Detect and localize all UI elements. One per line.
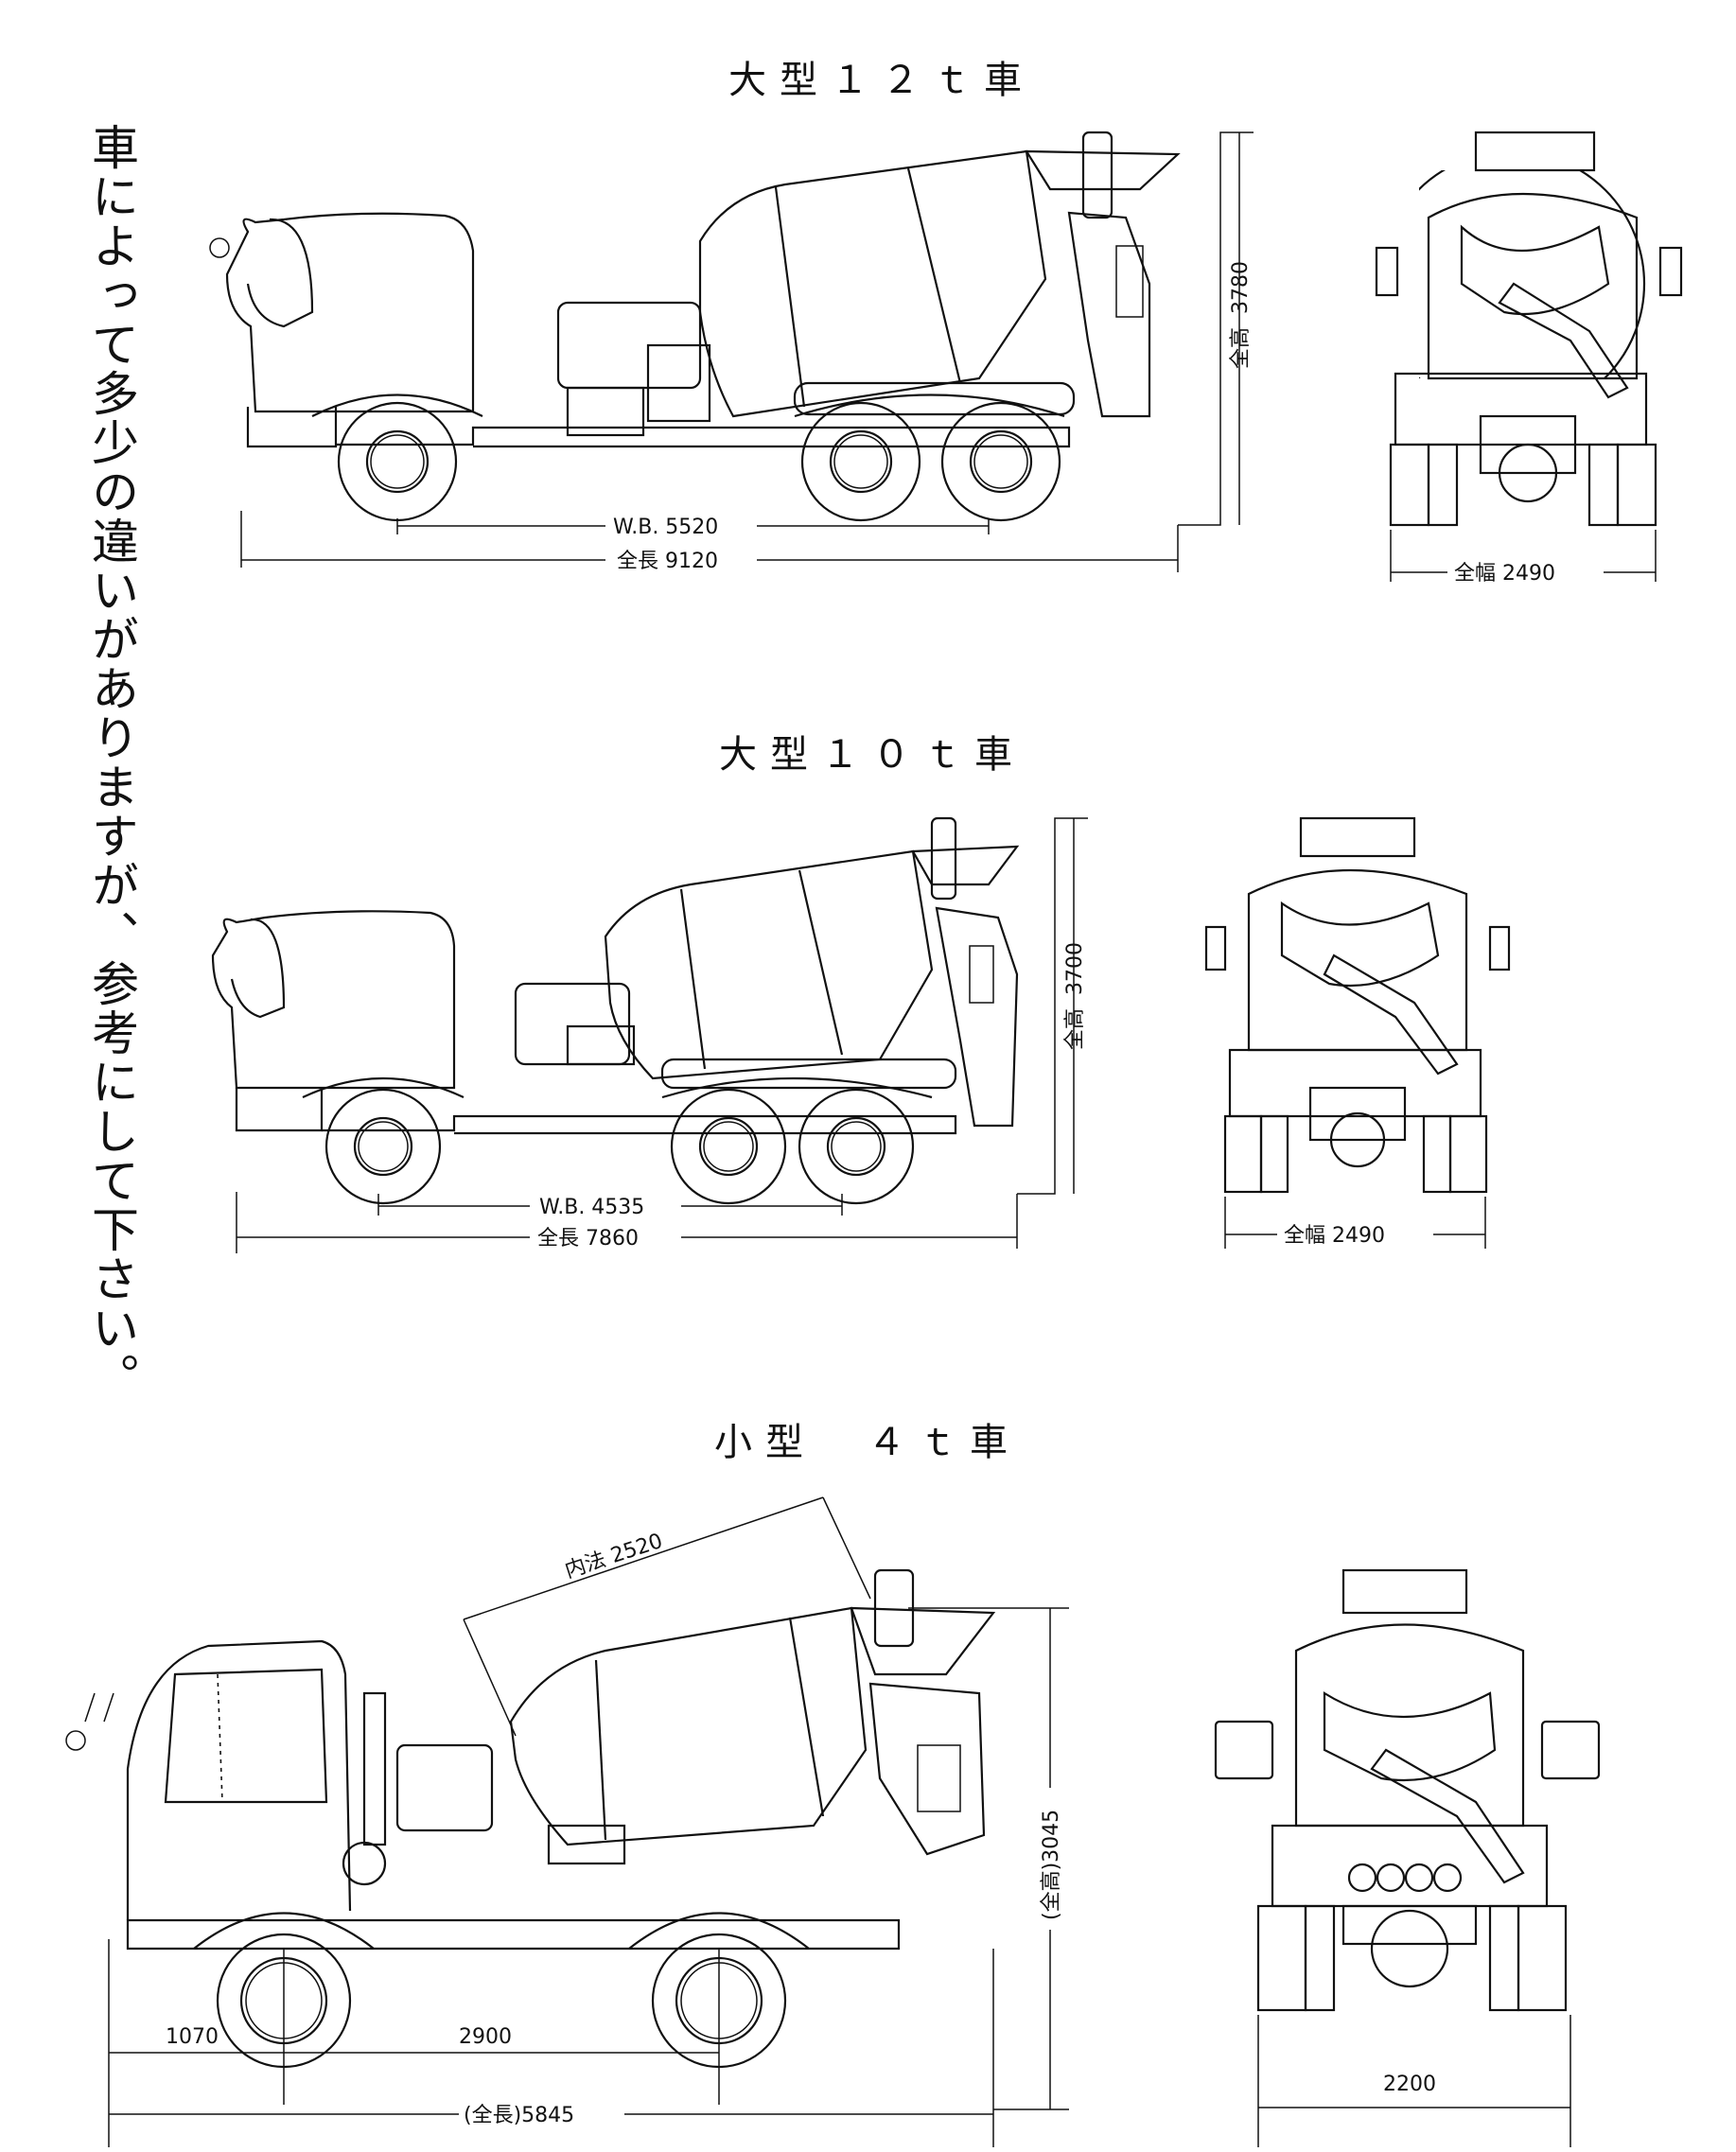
width-12t-label: 全幅 2490 xyxy=(1454,562,1555,586)
truck-10t-side: W.B. 4535 全長 7860 全高3700 xyxy=(211,816,1088,1253)
width-10t-label: 全幅 2490 xyxy=(1284,1224,1385,1248)
title-4t: 小型 ４ｔ車 xyxy=(714,1421,1021,1464)
truck-12t-side: W.B. 5520 全長 9120 全高3780 xyxy=(209,131,1254,573)
wheel xyxy=(800,401,921,522)
length-4t-label: (全長)5845 xyxy=(464,2104,574,2127)
wheelbase-12t-label: W.B. 5520 xyxy=(613,516,718,539)
height-12t-label: 全高3780 xyxy=(1229,261,1253,369)
truck-12t-rear: 全幅 2490 xyxy=(1375,131,1683,586)
length-10t-label: 全長 7860 xyxy=(537,1227,639,1251)
note-text: 車によって多少の違いがありますが、参考にして下さい。 xyxy=(84,123,139,1402)
wheel xyxy=(337,401,458,522)
wheel xyxy=(798,1088,915,1205)
truck-4t-side: 内法 2520 (全高)3045 1070 2900 (全長)5845 xyxy=(65,1496,1069,2147)
truck-4t-rear: 2200 xyxy=(1214,1568,1601,2147)
wheel xyxy=(670,1088,787,1205)
height-4t-label: (全高)3045 xyxy=(1040,1810,1063,1920)
title-12t: 大型１２ｔ車 xyxy=(728,59,1035,102)
front-overhang-4t-label: 1070 xyxy=(166,2025,219,2049)
inner-4t-label: 内法 2520 xyxy=(562,1530,665,1583)
wheel xyxy=(324,1088,442,1205)
wheelbase-10t-label: W.B. 4535 xyxy=(539,1196,644,1219)
truck-10t-rear: 全幅 2490 xyxy=(1204,816,1511,1249)
wheelbase-4t-label: 2900 xyxy=(459,2025,512,2049)
height-10t-label: 全高3700 xyxy=(1063,942,1087,1050)
wheel xyxy=(940,401,1061,522)
width-4t-label: 2200 xyxy=(1383,2073,1436,2096)
length-12t-label: 全長 9120 xyxy=(617,550,718,573)
title-10t: 大型１０ｔ車 xyxy=(719,733,1026,777)
